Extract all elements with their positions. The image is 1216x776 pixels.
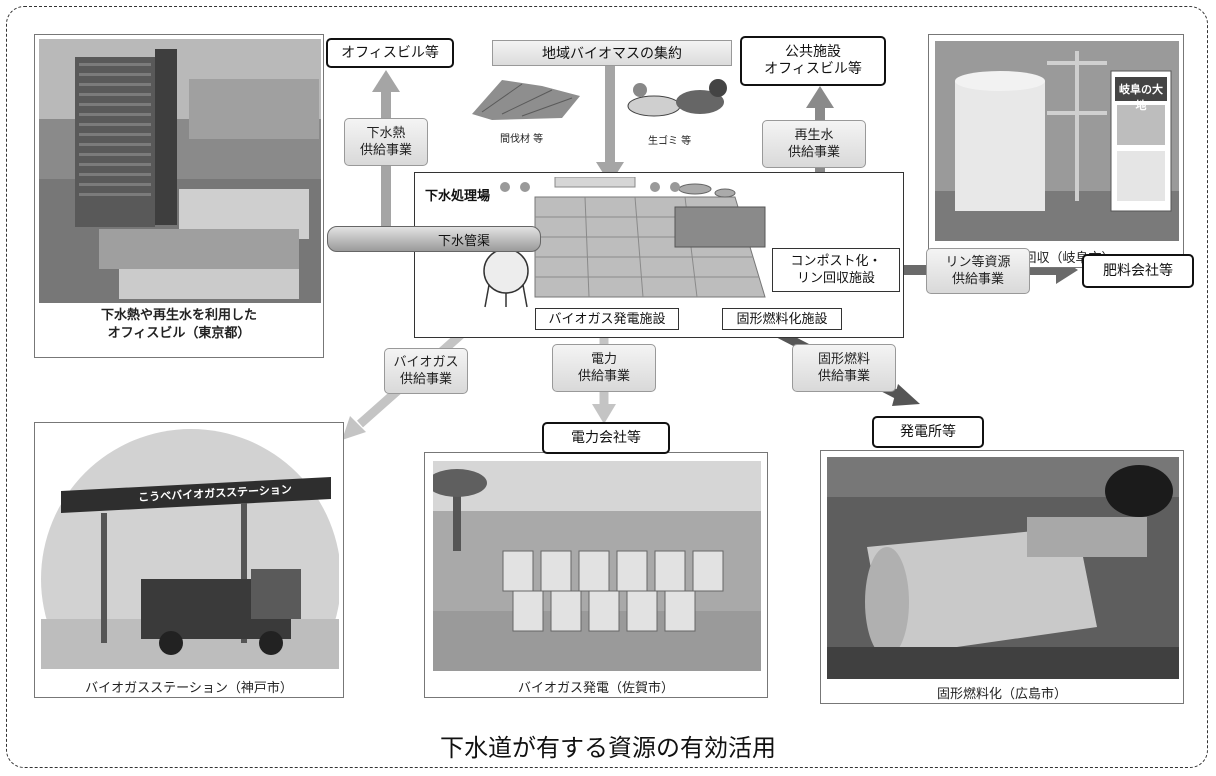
biz-biogas-line1: バイオガス <box>393 355 459 370</box>
biz-solid-fuel: 固形燃料 供給事業 <box>792 344 896 392</box>
facility-biogas-power-label: バイオガス発電施設 <box>548 311 666 327</box>
plant-label: 下水処理場 <box>425 189 491 204</box>
solid-fuel-photo <box>827 457 1179 679</box>
outer-dashed-frame <box>6 6 1208 768</box>
photo-card-biogas-station: こうべバイオガスステーション バイオガスステーション（神戸市） <box>34 422 344 698</box>
thinned-wood-label: 間伐材 等 <box>500 134 544 145</box>
sewage-pipe: 下水管渠 <box>327 226 541 252</box>
plant-illustration <box>500 177 766 298</box>
biz-biogas-line2: 供給事業 <box>399 372 452 387</box>
dest-office: オフィスビル等 <box>326 38 454 68</box>
biogas-power-photo <box>433 461 761 671</box>
biz-power-line2: 供給事業 <box>577 369 630 384</box>
biogas-station-photo <box>41 429 339 669</box>
pipe-label: 下水管渠 <box>437 233 490 249</box>
biz-sewage-heat-line2: 供給事業 <box>359 143 412 158</box>
biz-power: 電力 供給事業 <box>552 344 656 392</box>
biz-phosphorus: リン等資源 供給事業 <box>926 248 1030 294</box>
phosphorus-plant-photo <box>935 41 1179 241</box>
biz-phosphorus-line1: リン等資源 <box>945 255 1011 270</box>
photo-card-phosphorus: 岐阜の大地 リン回収（岐阜市） <box>928 34 1184 268</box>
poster-title: 岐阜の大地 <box>1119 83 1163 112</box>
facility-solid-fuel-label: 固形燃料化施設 <box>736 311 828 327</box>
arrowhead-recycled-water <box>806 86 834 108</box>
facility-compost-line1: コンポスト化・ <box>790 254 882 269</box>
office-building-photo <box>39 39 321 303</box>
biz-recycled-water: 再生水 供給事業 <box>762 120 866 168</box>
dest-power-plant-label: 発電所等 <box>900 423 956 440</box>
facility-solid-fuel: 固形燃料化施設 <box>722 308 842 330</box>
arrowhead-power <box>592 404 616 424</box>
dest-office-label: オフィスビル等 <box>341 44 439 61</box>
facility-compost-line2: リン回収施設 <box>796 271 875 286</box>
photo-card-solid-fuel: 固形燃料化（広島市） <box>820 450 1184 704</box>
food-waste-label: 生ゴミ 等 <box>648 136 692 147</box>
biz-solid-fuel-line1: 固形燃料 <box>817 352 870 367</box>
dest-power-plant: 発電所等 <box>872 416 984 448</box>
dest-public-line2: オフィスビル等 <box>764 61 862 77</box>
biz-sewage-heat-line1: 下水熱 <box>366 126 406 141</box>
arrowhead-biogas <box>342 416 366 440</box>
facility-biogas-power: バイオガス発電施設 <box>535 308 679 330</box>
collect-label: 地域バイオマスの集約 <box>542 46 682 62</box>
dest-public-line1: 公共施設 <box>785 44 841 60</box>
biz-recycled-water-line2: 供給事業 <box>787 145 840 160</box>
dest-public-office: 公共施設 オフィスビル等 <box>740 36 886 86</box>
biz-biogas: バイオガス 供給事業 <box>384 348 468 394</box>
gas-holder-icon <box>483 248 529 308</box>
station-caption: バイオガスステーション（神戸市） <box>85 681 293 696</box>
office-caption-line1: 下水熱や再生水を利用した <box>100 308 257 323</box>
biz-recycled-water-line1: 再生水 <box>794 128 834 143</box>
food-waste-icon <box>627 79 727 117</box>
photo-card-office: 下水熱や再生水を利用した オフィスビル（東京都） <box>34 34 324 358</box>
dest-fertilizer: 肥料会社等 <box>1082 254 1194 288</box>
biogas-power-caption: バイオガス発電（佐賀市） <box>517 681 674 696</box>
biz-solid-fuel-line2: 供給事業 <box>817 369 870 384</box>
biomass-collection-box: 地域バイオマスの集約 <box>492 40 732 66</box>
arrowhead-sewage-heat <box>372 70 400 92</box>
dest-power-company: 電力会社等 <box>542 422 670 454</box>
biz-phosphorus-line2: 供給事業 <box>951 272 1004 287</box>
biz-sewage-heat: 下水熱 供給事業 <box>344 118 428 166</box>
biz-power-line1: 電力 <box>590 352 617 367</box>
facility-compost: コンポスト化・ リン回収施設 <box>772 248 900 292</box>
photo-card-biogas-power: バイオガス発電（佐賀市） <box>424 452 768 698</box>
arrowhead-solid-fuel <box>892 384 920 406</box>
thinned-wood-icon <box>472 80 580 120</box>
dest-power-company-label: 電力会社等 <box>571 429 641 446</box>
solid-fuel-caption: 固形燃料化（広島市） <box>936 687 1067 702</box>
diagram-title: 下水道が有する資源の有効活用 <box>440 734 776 762</box>
office-caption-line2: オフィスビル（東京都） <box>107 326 251 341</box>
dest-fertilizer-label: 肥料会社等 <box>1103 262 1173 279</box>
